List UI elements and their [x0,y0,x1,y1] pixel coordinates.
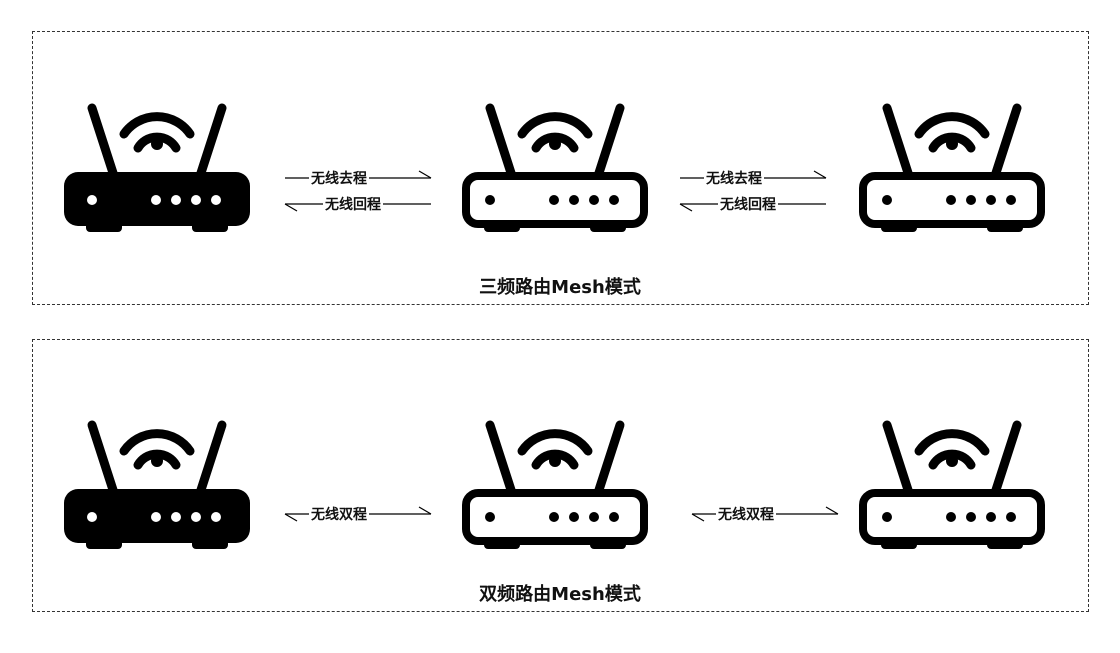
main-router-filled-icon [62,413,252,553]
forward-link-label: 无线去程 [309,170,369,188]
forward-arrow: 无线去程 [678,166,828,192]
node-router-outline-icon [460,96,650,236]
tri-band-mode-title: 三频路由Mesh模式 [479,277,641,298]
node-router-outline-icon [857,413,1047,553]
bidirectional-arrow: 无线双程 [690,502,840,528]
return-arrow: 无线回程 [678,192,828,218]
bidirectional-link-label: 无线双程 [716,506,776,524]
node-router-outline-icon [857,96,1047,236]
wireless-link-2: 无线双程 [690,502,840,528]
node-router-outline-icon [460,413,650,553]
dual-band-mesh-panel [32,339,1089,612]
wireless-link-1: 无线去程 无线回程 [283,166,433,218]
forward-arrow: 无线去程 [283,166,433,192]
return-link-label: 无线回程 [323,196,383,214]
tri-band-mesh-panel [32,31,1089,305]
main-router-filled-icon [62,96,252,236]
dual-band-mode-title: 双频路由Mesh模式 [479,584,641,605]
wireless-link-2: 无线去程 无线回程 [678,166,828,218]
wireless-link-1: 无线双程 [283,502,433,528]
return-arrow: 无线回程 [283,192,433,218]
return-link-label: 无线回程 [718,196,778,214]
bidirectional-arrow: 无线双程 [283,502,433,528]
forward-link-label: 无线去程 [704,170,764,188]
bidirectional-link-label: 无线双程 [309,506,369,524]
